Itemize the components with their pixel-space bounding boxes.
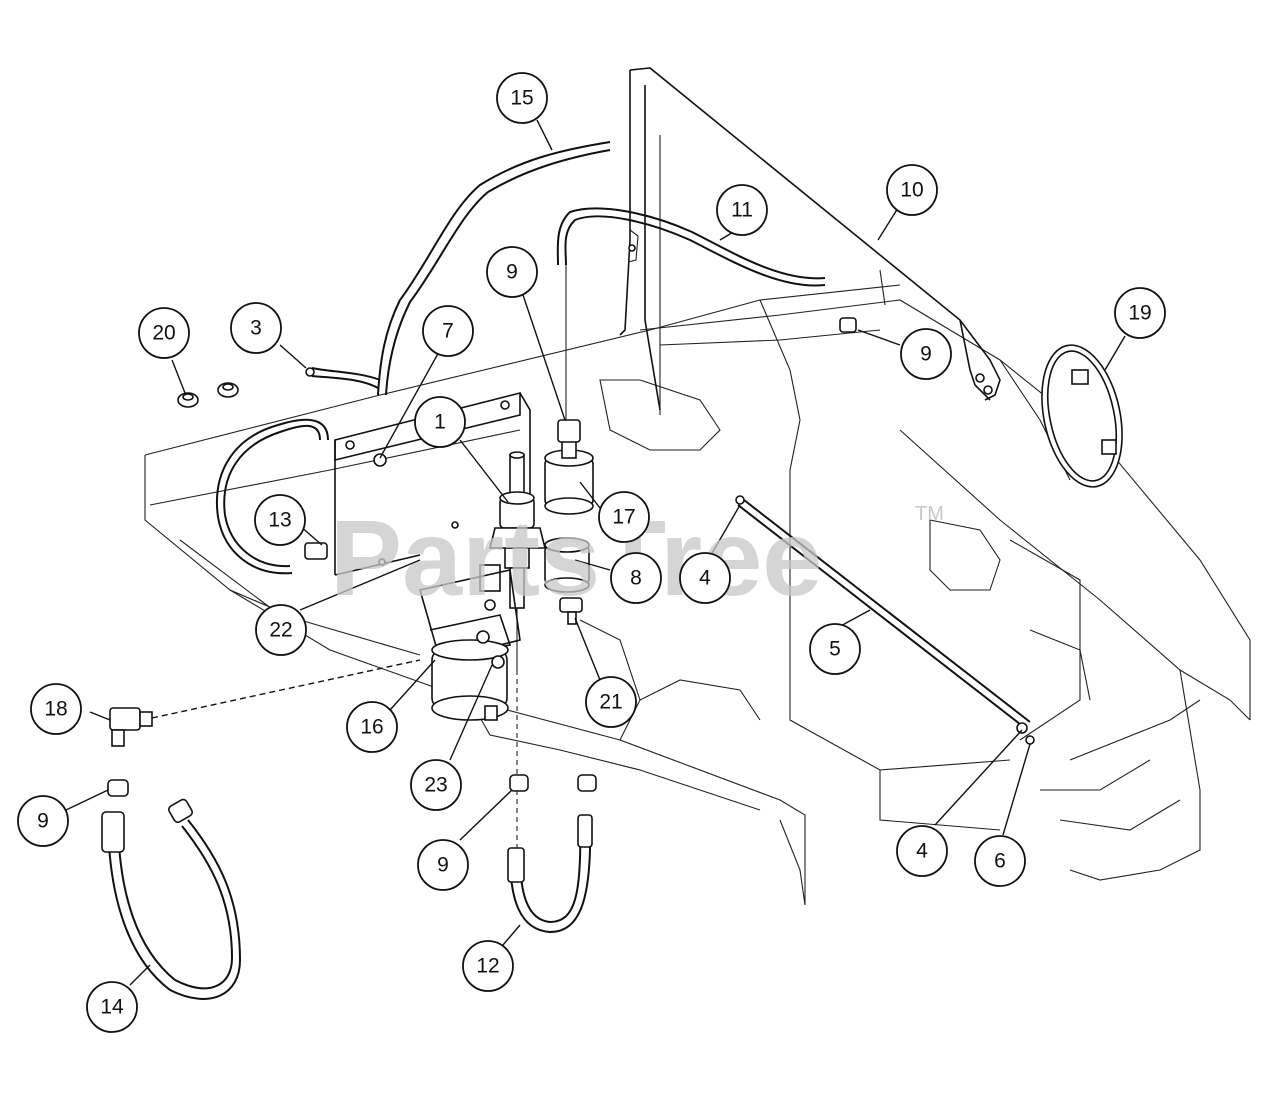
callout-18[interactable]: 18 — [30, 683, 82, 735]
hose-13 — [216, 418, 329, 575]
callout-23[interactable]: 23 — [410, 759, 462, 811]
clamp-9-left — [107, 779, 193, 823]
callout-9-bottom[interactable]: 9 — [417, 839, 469, 891]
hose-14 — [101, 811, 242, 1000]
svg-text:16: 16 — [360, 716, 383, 739]
callout-16[interactable]: 16 — [346, 701, 398, 753]
callout-15[interactable]: 15 — [496, 72, 548, 124]
svg-text:7: 7 — [442, 320, 454, 343]
watermark: PartsTree TM — [330, 497, 944, 618]
callout-22[interactable]: 22 — [255, 604, 307, 656]
svg-text:15: 15 — [510, 87, 533, 110]
callout-4-upper[interactable]: 4 — [679, 552, 731, 604]
fastener-20 — [177, 392, 199, 408]
callout-12[interactable]: 12 — [462, 940, 514, 992]
svg-text:13: 13 — [268, 509, 291, 532]
svg-text:6: 6 — [994, 850, 1006, 873]
chassis-frame — [144, 284, 1251, 906]
nut-20b — [217, 382, 239, 398]
rod-5 — [735, 495, 1035, 745]
svg-text:21: 21 — [599, 691, 622, 714]
callout-21[interactable]: 21 — [585, 676, 637, 728]
svg-text:19: 19 — [1128, 302, 1151, 325]
svg-text:10: 10 — [900, 179, 923, 202]
callout-3[interactable]: 3 — [230, 302, 282, 354]
svg-text:23: 23 — [424, 774, 447, 797]
svg-text:9: 9 — [37, 810, 49, 833]
callout-14[interactable]: 14 — [86, 981, 138, 1033]
callout-4-lower[interactable]: 4 — [896, 825, 948, 877]
svg-text:9: 9 — [437, 854, 449, 877]
svg-text:11: 11 — [731, 199, 753, 222]
svg-text:9: 9 — [920, 343, 932, 366]
callout-9-right[interactable]: 9 — [900, 328, 952, 380]
fuel-filter-16 — [418, 569, 521, 721]
mounting-bracket — [334, 391, 531, 576]
leader-lines — [65, 119, 1126, 986]
callout-11[interactable]: 11 — [716, 184, 768, 236]
svg-text:17: 17 — [612, 506, 635, 529]
callout-10[interactable]: 10 — [886, 164, 938, 216]
svg-text:5: 5 — [829, 638, 841, 661]
callout-5[interactable]: 5 — [809, 623, 861, 675]
callout-9-left[interactable]: 9 — [17, 795, 69, 847]
callout-9-upper[interactable]: 9 — [486, 246, 538, 298]
hose-11 — [556, 207, 826, 420]
svg-text:14: 14 — [100, 996, 124, 1019]
fitting-18 — [109, 659, 421, 747]
svg-text:12: 12 — [476, 955, 499, 978]
svg-text:9: 9 — [506, 261, 518, 284]
callout-8[interactable]: 8 — [610, 552, 662, 604]
grommet-19 — [1041, 344, 1123, 488]
svg-text:3: 3 — [250, 317, 262, 340]
callout-19[interactable]: 19 — [1114, 287, 1166, 339]
callout-13[interactable]: 13 — [254, 494, 306, 546]
callout-20[interactable]: 20 — [138, 307, 190, 359]
svg-text:4: 4 — [699, 567, 711, 590]
svg-text:20: 20 — [152, 322, 175, 345]
clamp-9-bottom — [509, 774, 597, 792]
fuel-tank-panel — [619, 67, 1001, 415]
hose-3 — [305, 367, 381, 389]
callouts: 15 10 11 9 19 9 20 3 7 1 17 13 8 4 22 5 … — [17, 72, 1166, 1033]
callout-6[interactable]: 6 — [974, 835, 1026, 887]
clamp-9-top — [839, 317, 857, 333]
watermark-text: PartsTree — [330, 497, 822, 618]
hose-12 — [507, 670, 593, 934]
svg-text:1: 1 — [434, 411, 446, 434]
callout-1[interactable]: 1 — [414, 396, 466, 448]
svg-text:22: 22 — [269, 619, 292, 642]
fuel-filter-17 — [544, 419, 594, 593]
screw-21 — [559, 597, 583, 625]
svg-text:4: 4 — [916, 840, 928, 863]
callout-17[interactable]: 17 — [598, 491, 650, 543]
svg-text:18: 18 — [44, 698, 67, 721]
fuel-pump-assembly — [479, 451, 547, 670]
svg-text:8: 8 — [630, 567, 642, 590]
watermark-tm: TM — [915, 503, 944, 525]
hose-15 — [377, 141, 611, 396]
callout-7[interactable]: 7 — [422, 305, 474, 357]
